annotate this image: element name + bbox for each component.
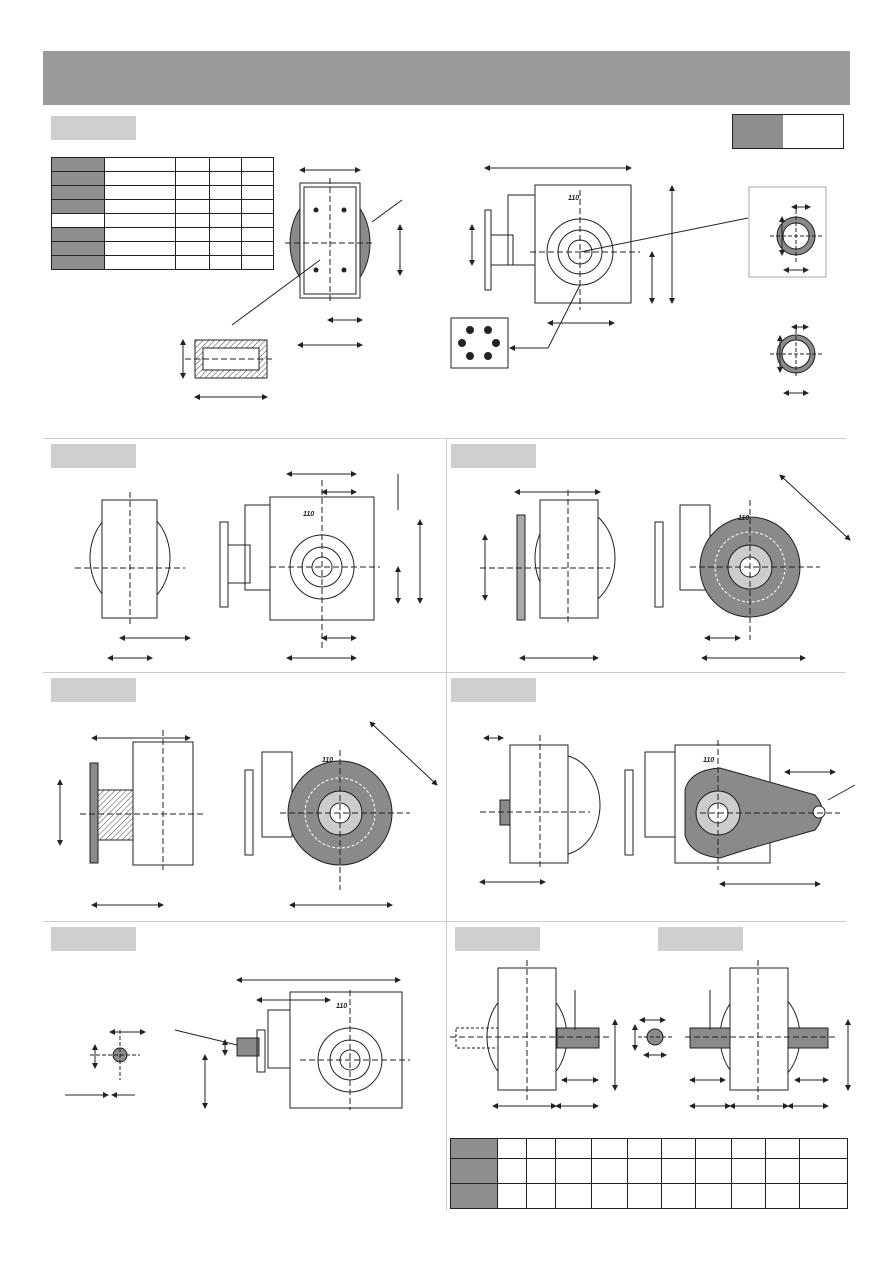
section2-front-view xyxy=(75,492,191,661)
section-tag-6 xyxy=(51,927,136,951)
section4-front-view xyxy=(57,730,205,908)
casting-mark-3: 110 xyxy=(738,515,749,522)
keyway-detail-2 xyxy=(770,324,822,396)
divider-2 xyxy=(43,672,846,673)
top-front-view xyxy=(231,167,403,348)
section-tag-2 xyxy=(51,444,136,468)
bolt-pattern-detail xyxy=(450,317,509,369)
section6-side-view xyxy=(174,977,410,1110)
section3-front-view xyxy=(480,489,616,661)
casting-mark-2: 110 xyxy=(303,511,314,518)
divider-v-1 xyxy=(446,438,447,921)
page-header-bar xyxy=(43,51,850,105)
top-side-view xyxy=(469,165,749,351)
divider-v-2 xyxy=(446,921,447,1211)
divider-3 xyxy=(43,921,846,922)
spec-table xyxy=(51,157,274,270)
divider-1 xyxy=(43,438,846,439)
section2-side-view xyxy=(219,471,423,661)
section-tag-5 xyxy=(451,678,536,702)
section7-solid-shaft-view xyxy=(450,960,638,1109)
casting-mark-4: 110 xyxy=(322,757,333,764)
bottom-table xyxy=(450,1138,848,1209)
section-tag-3 xyxy=(451,444,536,468)
section5-front-view xyxy=(479,735,601,885)
hollow-shaft-section xyxy=(180,339,275,400)
section-tag-8 xyxy=(658,927,743,951)
section6-shaft-detail xyxy=(65,1029,146,1098)
section4-side-view xyxy=(244,721,438,908)
section8-double-shaft-view xyxy=(685,960,851,1109)
section-tag-main xyxy=(51,116,136,140)
section-tag-7 xyxy=(455,927,540,951)
casting-mark-5: 110 xyxy=(703,757,714,764)
keyway-detail-1 xyxy=(748,186,827,278)
section-tag-4 xyxy=(51,678,136,702)
model-box xyxy=(732,114,844,149)
section5-torque-arm-view xyxy=(624,740,856,887)
casting-mark-6: 110 xyxy=(336,1003,347,1010)
section3-side-view xyxy=(654,474,851,661)
casting-mark-1: 110 xyxy=(568,195,579,202)
section8-shaft-detail xyxy=(638,1017,672,1058)
